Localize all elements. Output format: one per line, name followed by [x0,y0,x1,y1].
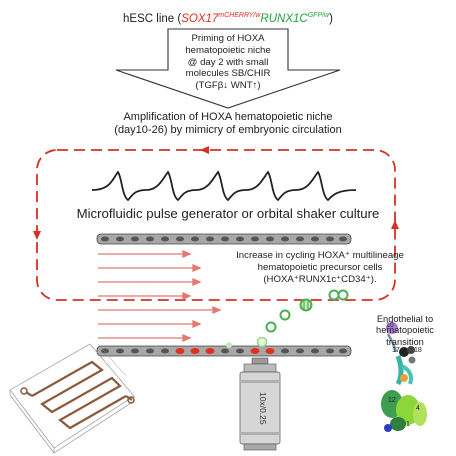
loop-arrow-right [391,220,399,229]
objective-magnification-label: 10x/0.25 [258,392,268,425]
amplification-description: Amplification of HOXA hematopoietic nich… [114,111,342,136]
cluster-label: 12 [388,397,396,404]
title-hesc-line: hESC line (SOX17mCHERRY/wRUNX1CGFP/w) [123,12,333,25]
loop-arrow-top [200,146,209,154]
precursor-description: Increase in cycling HOXA⁺ multilineage h… [236,250,404,285]
flow-arrows [98,250,222,342]
cluster-label: 4 [416,405,420,412]
microfluidic-chip-icon [9,343,135,454]
runx1c-gene-label: RUNX1C [260,12,308,25]
cluster-plot-icon [381,322,427,432]
priming-description: Priming of HOXA hematopoietic niche @ da… [185,33,271,92]
pulse-waveform [91,170,357,202]
cluster-label: 1 [406,421,410,428]
floating-cells [226,289,349,348]
sox17-gene-label: SOX17 [181,12,219,25]
cluster-label: 10 [386,322,394,329]
endothelial-layer-bottom [96,345,352,357]
endothelial-layer-top [96,233,352,245]
priming-down-arrow [115,28,341,109]
circulation-loop [36,149,396,301]
microscope-objective-icon [239,357,281,451]
endothelial-transition-label: Endothelial to hematopoietic transition [376,314,434,347]
loop-arrow-left [33,231,41,240]
culture-method-label: Microfluidic pulse generator or orbital … [76,206,380,221]
cluster-label: 17 [392,347,400,354]
cluster-label: 18 [414,347,422,354]
